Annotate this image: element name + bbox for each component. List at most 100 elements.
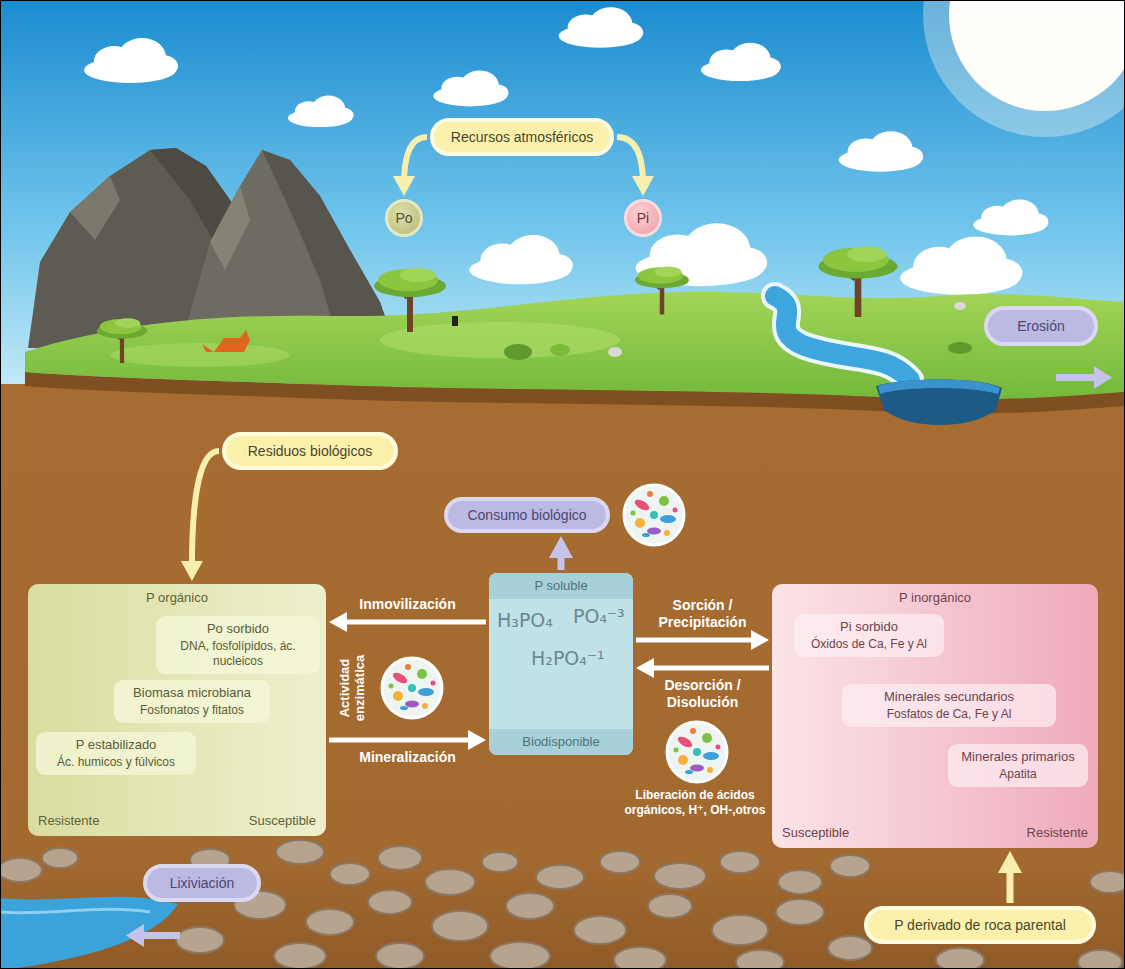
process-label: Actividad enzimática [337,647,367,729]
trees [635,267,689,315]
animals [202,344,214,352]
rocks [274,943,326,969]
flow-arrow [1056,374,1096,381]
arrow-head [549,536,573,558]
rocks [720,851,760,873]
clouds [973,199,1048,235]
loss-pill: Erosión [984,306,1098,346]
trees [374,268,446,332]
rocks [368,890,412,914]
rocks [830,855,870,877]
animals [214,330,250,352]
clouds [839,131,924,172]
box-detail: DNA, fosfolípidos, ác. nucleicos [164,639,312,669]
mountains [210,186,250,270]
node-label: Lixiviación [170,875,235,892]
pool-box: P orgánicoResistenteSusceptiblePo sorbid… [28,584,326,836]
flow-arrow [142,932,180,939]
pool-title: P orgánico [28,590,326,605]
fraction-box: P estabilizadoÁc. humicos y fúlvicos [36,732,196,775]
rocks [600,851,640,873]
clouds [433,70,508,106]
box-title: P estabilizado [44,737,188,753]
stream [0,909,150,913]
edge-label: Inmovilización [348,596,468,613]
arrow-head [632,176,654,196]
clouds [900,236,1022,295]
box-title: Minerales primarios [956,749,1080,765]
fraction-box: Minerales primariosApatita [948,744,1088,787]
connector-line [192,451,219,569]
sky [949,0,1125,111]
river [775,296,910,380]
microbe-icon [624,485,684,545]
rocks [276,840,324,864]
clouds [288,96,354,128]
rocks [432,911,488,941]
rocks [574,916,626,944]
node-label: Consumo biológico [467,507,586,524]
microbe-icon [382,658,442,718]
flow-connector [549,536,573,570]
connector-line [329,738,475,743]
box-title: Pi sorbido [802,619,936,635]
flow-arrow [1094,366,1112,389]
scale-label: Susceptible [249,813,316,828]
rocks [330,863,370,885]
grassland [380,322,620,358]
box-detail: Óxidos de Ca, Fe y Al [802,637,936,652]
flow-arrow [126,924,144,947]
connector-line [340,620,486,625]
flow-connector [329,612,486,632]
fraction-box: Minerales secundariosFosfatos de Ca, Fe … [842,684,1056,727]
rocks [176,927,224,953]
rocks [482,852,518,872]
rocks [425,869,475,895]
animals [202,302,966,357]
rocks [490,942,550,969]
rocks [614,947,666,969]
box-detail: Fosfonatos y fitatos [122,703,262,718]
clouds [469,235,572,284]
rocks [506,893,554,919]
clouds [84,38,178,83]
node-label: Recursos atmosféricos [451,129,593,146]
microbe-icon [382,485,727,782]
rocks [536,865,584,889]
node-label: Po [395,210,412,226]
rocks [828,936,872,960]
river [876,380,1002,426]
pool-footer: Biodisponible [489,729,633,755]
arrow-head [181,561,203,581]
scale-label: Resistente [38,813,99,828]
clouds [701,43,781,81]
rocks [654,863,706,889]
river [775,296,1002,425]
flow-connector [617,137,654,196]
edge-label: Desorción / Disolución [647,677,759,711]
arrow-head [329,612,347,632]
sky [0,0,1125,420]
trees [97,247,972,363]
rocks [378,846,422,870]
animals [954,302,966,310]
animals [452,316,458,326]
rocks [0,840,1125,969]
rocks [306,909,354,935]
river [775,296,910,380]
river [878,380,1000,395]
pool-box: P inorgánicoSusceptibleResistentePi sorb… [772,584,1098,848]
rocks [736,950,784,969]
grassland [110,343,290,367]
clouds [559,7,644,48]
rocks [0,858,42,882]
chemical-formula: H₂PO₄⁻¹ [531,647,605,669]
rocks [936,948,984,969]
source-pill: P derivado de roca parental [864,906,1096,944]
flow-connector [636,658,769,678]
pool-title: P soluble [489,573,633,599]
fraction-box: Pi sorbidoÓxidos de Ca, Fe y Al [794,614,944,657]
clouds [84,7,1048,295]
